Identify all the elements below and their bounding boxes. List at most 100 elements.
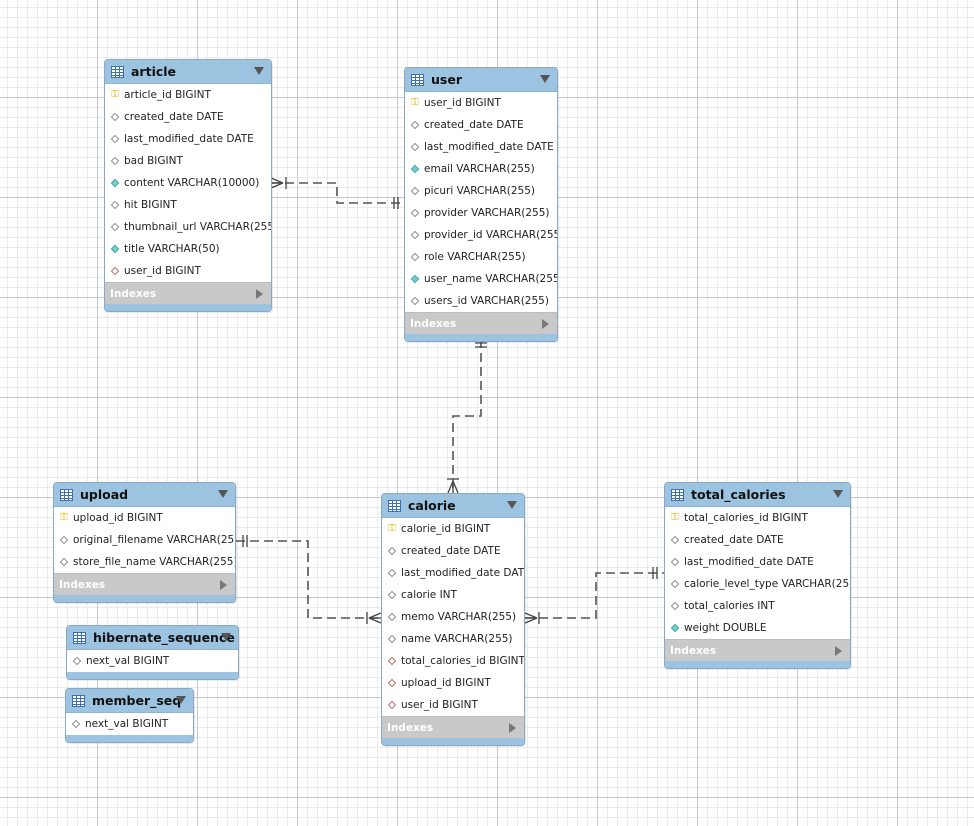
column-row[interactable]: memo VARCHAR(255): [382, 606, 524, 628]
column-row[interactable]: user_name VARCHAR(255): [405, 268, 557, 290]
column-label: email VARCHAR(255): [424, 163, 535, 175]
crows-foot-many-calorie-top: [447, 478, 459, 494]
column-row[interactable]: calorie INT: [382, 584, 524, 606]
expand-arrow-icon[interactable]: [220, 580, 227, 590]
expand-arrow-icon[interactable]: [835, 646, 842, 656]
column-row[interactable]: last_modified_date DATE: [665, 551, 850, 573]
column-row[interactable]: provider VARCHAR(255): [405, 202, 557, 224]
table-header[interactable]: member_seq: [66, 689, 193, 713]
table-header[interactable]: upload: [54, 483, 235, 507]
collapse-toggle-icon[interactable]: [221, 633, 231, 641]
one-and-only-one-total-calories-side: [652, 567, 658, 579]
table-icon: [671, 488, 684, 501]
column-row[interactable]: email VARCHAR(255): [405, 158, 557, 180]
table-header[interactable]: total_calories: [665, 483, 850, 507]
relationship-calorie-total-calories[interactable]: [525, 572, 664, 619]
column-row[interactable]: last_modified_date DATE: [405, 136, 557, 158]
column-row[interactable]: total_calories INT: [665, 595, 850, 617]
table-name: hibernate_sequence: [93, 630, 235, 645]
table-icon: [72, 694, 85, 707]
column-row[interactable]: calorie_level_type VARCHAR(255): [665, 573, 850, 595]
column-row[interactable]: next_val BIGINT: [66, 713, 193, 735]
not-null-column-icon: [410, 274, 420, 284]
column-row[interactable]: title VARCHAR(50): [105, 238, 271, 260]
column-row[interactable]: created_date DATE: [405, 114, 557, 136]
indexes-section[interactable]: Indexes: [382, 716, 524, 738]
crows-foot-many-calorie-right: [524, 612, 540, 624]
column-row[interactable]: created_date DATE: [382, 540, 524, 562]
indexes-section[interactable]: Indexes: [665, 639, 850, 661]
column-label: last_modified_date DATE: [684, 556, 814, 568]
column-row[interactable]: user_id BIGINT: [105, 260, 271, 282]
collapse-toggle-icon[interactable]: [507, 501, 517, 509]
column-label: calorie_level_type VARCHAR(255): [684, 578, 851, 590]
column-row[interactable]: bad BIGINT: [105, 150, 271, 172]
collapse-toggle-icon[interactable]: [833, 490, 843, 498]
column-row[interactable]: users_id VARCHAR(255): [405, 290, 557, 312]
expand-arrow-icon[interactable]: [542, 319, 549, 329]
column-row[interactable]: thumbnail_url VARCHAR(255): [105, 216, 271, 238]
collapse-toggle-icon[interactable]: [218, 490, 228, 498]
table-icon: [111, 65, 124, 78]
table-header[interactable]: hibernate_sequence: [67, 626, 238, 650]
column-label: calorie_id BIGINT: [401, 523, 491, 535]
indexes-label: Indexes: [59, 578, 106, 591]
column-row[interactable]: provider_id VARCHAR(255): [405, 224, 557, 246]
column-label: original_filename VARCHAR(255): [73, 534, 236, 546]
column-row[interactable]: weight DOUBLE: [665, 617, 850, 639]
nullable-column-icon: [110, 222, 120, 232]
table-icon: [73, 631, 86, 644]
column-row[interactable]: ⚿user_id BIGINT: [405, 92, 557, 114]
column-label: user_id BIGINT: [424, 97, 501, 109]
primary-key-icon: ⚿: [388, 523, 396, 534]
table-name: member_seq: [92, 693, 182, 708]
column-row[interactable]: content VARCHAR(10000): [105, 172, 271, 194]
column-row[interactable]: total_calories_id BIGINT: [382, 650, 524, 672]
column-row[interactable]: role VARCHAR(255): [405, 246, 557, 268]
nullable-column-icon: [670, 601, 680, 611]
table-member-seq[interactable]: member_seq next_val BIGINT: [65, 688, 194, 743]
collapse-toggle-icon[interactable]: [540, 75, 550, 83]
relationship-article-user[interactable]: [271, 182, 403, 204]
table-hibernate-sequence[interactable]: hibernate_sequence next_val BIGINT: [66, 625, 239, 680]
indexes-label: Indexes: [387, 721, 434, 734]
column-row[interactable]: ⚿ calorie_id BIGINT: [382, 518, 524, 540]
table-upload[interactable]: upload ⚿upload_id BIGINT original_filename…: [53, 482, 236, 603]
column-row[interactable]: last_modified_date DATE: [105, 128, 271, 150]
indexes-section[interactable]: Indexes: [405, 312, 557, 334]
column-row[interactable]: user_id BIGINT: [382, 694, 524, 716]
column-row[interactable]: hit BIGINT: [105, 194, 271, 216]
relationship-calorie-upload[interactable]: [236, 540, 381, 619]
column-row[interactable]: name VARCHAR(255): [382, 628, 524, 650]
column-row[interactable]: upload_id BIGINT: [382, 672, 524, 694]
column-row[interactable]: next_val BIGINT: [67, 650, 238, 672]
expand-arrow-icon[interactable]: [256, 289, 263, 299]
column-row[interactable]: last_modified_date DATE: [382, 562, 524, 584]
nullable-column-icon: [387, 612, 397, 622]
nullable-column-icon: [387, 568, 397, 578]
column-row[interactable]: created_date DATE: [105, 106, 271, 128]
table-footer: [67, 672, 238, 679]
column-row[interactable]: store_file_name VARCHAR(255): [54, 551, 235, 573]
table-name: upload: [80, 487, 129, 502]
column-row[interactable]: picuri VARCHAR(255): [405, 180, 557, 202]
relationship-calorie-user[interactable]: [452, 339, 482, 493]
table-calorie[interactable]: calorie ⚿ calorie_id BIGINT created_date DA…: [381, 493, 525, 746]
column-row[interactable]: created_date DATE: [665, 529, 850, 551]
indexes-section[interactable]: Indexes: [105, 282, 271, 304]
indexes-section[interactable]: Indexes: [54, 573, 235, 595]
table-header[interactable]: user: [405, 68, 557, 92]
collapse-toggle-icon[interactable]: [176, 696, 186, 704]
column-row[interactable]: ⚿total_calories_id BIGINT: [665, 507, 850, 529]
table-header[interactable]: calorie: [382, 494, 524, 518]
column-row[interactable]: original_filename VARCHAR(255): [54, 529, 235, 551]
column-row[interactable]: ⚿upload_id BIGINT: [54, 507, 235, 529]
expand-arrow-icon[interactable]: [509, 723, 516, 733]
column-row[interactable]: ⚿article_id BIGINT: [105, 84, 271, 106]
collapse-toggle-icon[interactable]: [254, 67, 264, 75]
table-header[interactable]: article: [105, 60, 271, 84]
